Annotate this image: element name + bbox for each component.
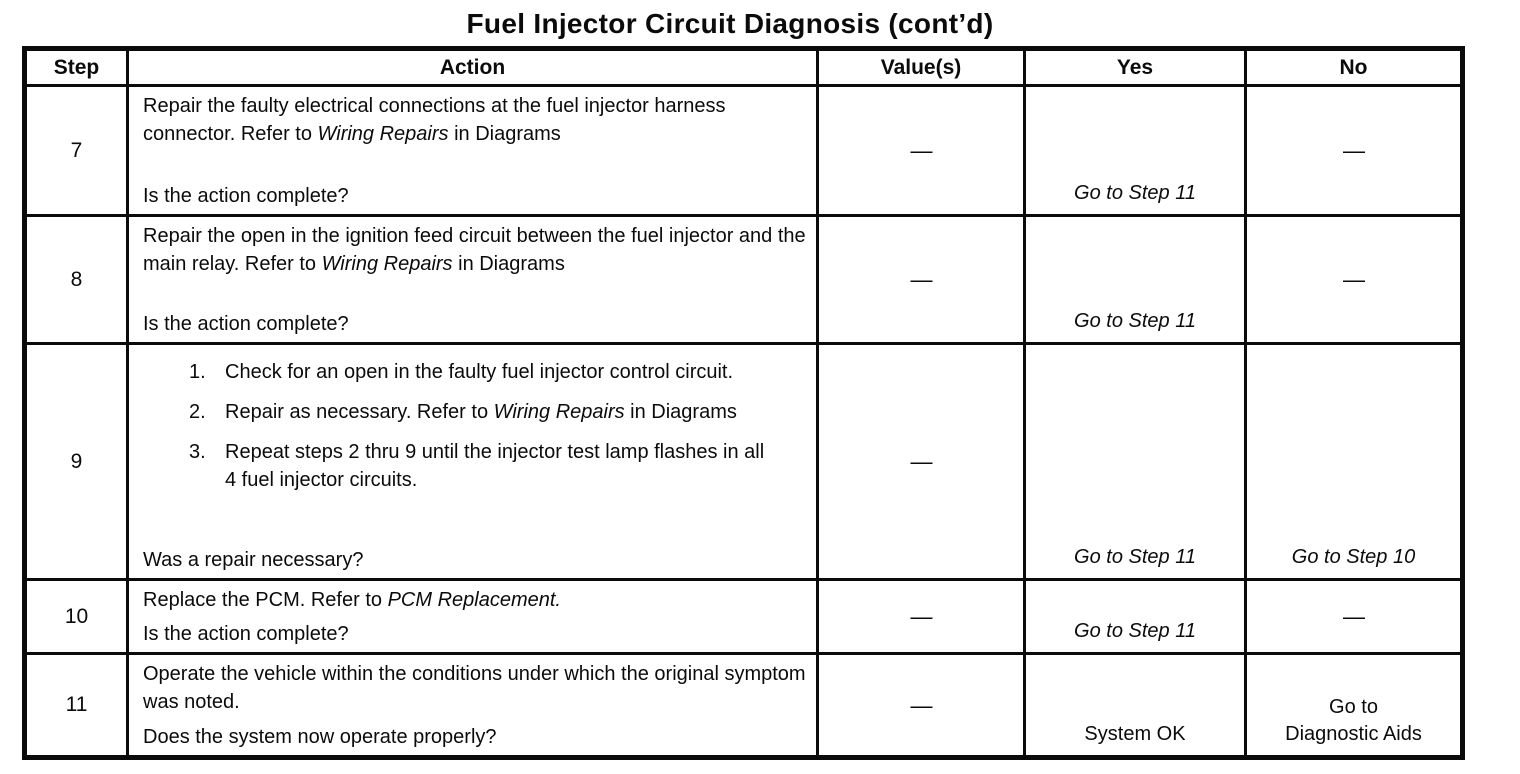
action-cell: Repair the open in the ignition feed cir…	[126, 214, 819, 345]
action-paragraph: Replace the PCM. Refer to PCM Replacemen…	[143, 586, 806, 614]
step-cell: 7	[23, 84, 129, 217]
column-header-values: Value(s)	[816, 47, 1026, 87]
dash-placeholder: —	[910, 692, 933, 718]
values-cell: —	[816, 214, 1026, 345]
cell-text: Go to Step 10	[1291, 546, 1416, 568]
cell-text: Diagnostic Aids	[1285, 723, 1422, 745]
cell-text: Go to Step 11	[1074, 182, 1196, 204]
text-segment: in Diagrams	[452, 253, 565, 275]
text-segment: Repair as necessary. Refer to	[225, 401, 494, 423]
text-segment: Replace the PCM. Refer to	[143, 589, 388, 611]
action-question: Is the action complete?	[143, 623, 349, 645]
cell-text: Go to Step 11	[1074, 546, 1196, 568]
list-text: Repeat steps 2 thru 9 until the injector…	[225, 438, 806, 494]
action-list-item: 3. Repeat steps 2 thru 9 until the inject…	[189, 438, 806, 494]
no-cell: Go to Step 10	[1244, 342, 1464, 581]
cell-text: Go to	[1329, 696, 1378, 718]
dash-placeholder: —	[1343, 604, 1365, 629]
action-question: Does the system now operate properly?	[143, 726, 497, 748]
action-description: Replace the PCM. Refer to PCM Replacemen…	[129, 581, 816, 614]
action-paragraph: Operate the vehicle within the condition…	[143, 660, 806, 716]
values-cell: —	[816, 578, 1026, 655]
cell-text: Go to Step 11	[1074, 310, 1196, 332]
yes-cell: Go to Step 11	[1023, 214, 1247, 345]
text-segment: Repair the open in the ignition feed cir…	[143, 225, 806, 275]
action-question: Is the action complete?	[143, 185, 349, 207]
action-list-item: 1. Check for an open in the faulty fuel i…	[189, 358, 806, 386]
action-question: Is the action complete?	[143, 313, 349, 335]
italic-reference: Wiring Repairs	[493, 401, 625, 423]
action-question: Was a repair necessary?	[143, 549, 364, 571]
italic-reference: Wiring Repairs	[321, 253, 453, 275]
italic-reference: PCM Replacement.	[387, 589, 561, 611]
list-number: 3.	[189, 441, 206, 463]
no-cell: —	[1244, 578, 1464, 655]
yes-cell: Go to Step 11	[1023, 578, 1247, 655]
dash-placeholder: —	[910, 449, 933, 474]
italic-reference: Wiring Repairs	[317, 123, 449, 145]
action-description: Repair the open in the ignition feed cir…	[129, 217, 816, 278]
values-cell: —	[816, 652, 1026, 759]
cell-text: Go to Step 11	[1074, 620, 1196, 642]
values-cell: —	[816, 342, 1026, 581]
column-header-step: Step	[23, 47, 129, 87]
scanned-page: Fuel Injector Circuit Diagnosis (cont’d)…	[0, 8, 1520, 774]
table-row: 8 Repair the open in the ignition feed ci…	[23, 214, 1464, 345]
dash-placeholder: —	[1343, 138, 1365, 163]
step-cell: 8	[23, 214, 129, 345]
text-segment: Check for an open in the faulty fuel inj…	[225, 361, 734, 383]
list-number: 1.	[189, 361, 206, 383]
table-row: 9 1. Check for an open in the faulty fuel …	[23, 342, 1464, 581]
action-list-item: 2. Repair as necessary. Refer to Wiring R…	[189, 398, 806, 426]
list-number: 2.	[189, 401, 206, 423]
dash-placeholder: —	[1343, 267, 1365, 292]
cell-text: System OK	[1084, 723, 1186, 745]
table-row: 11 Operate the vehicle within the conditi…	[23, 652, 1464, 759]
text-segment: in Diagrams	[448, 123, 561, 145]
table-row: 10 Replace the PCM. Refer to PCM Replacem…	[23, 578, 1464, 655]
dash-placeholder: —	[910, 138, 933, 163]
text-segment: Operate the vehicle within the condition…	[143, 663, 806, 713]
yes-cell: System OK	[1023, 652, 1247, 759]
step-cell: 9	[23, 342, 129, 581]
action-paragraph: Repair the open in the ignition feed cir…	[143, 222, 806, 278]
list-text: Repair as necessary. Refer to Wiring Rep…	[225, 398, 806, 426]
action-cell: Operate the vehicle within the condition…	[126, 652, 819, 759]
table-row: 7 Repair the faulty electrical connection…	[23, 84, 1464, 217]
text-segment: Repeat steps 2 thru 9 until the injector…	[225, 441, 765, 491]
column-header-action: Action	[126, 47, 819, 87]
action-cell: Repair the faulty electrical connections…	[126, 84, 819, 217]
action-paragraph: Repair the faulty electrical connections…	[143, 92, 806, 148]
step-cell: 10	[23, 578, 129, 655]
action-cell: 1. Check for an open in the faulty fuel i…	[126, 342, 819, 581]
text-segment: in Diagrams	[624, 401, 737, 423]
no-cell: —	[1244, 214, 1464, 345]
yes-cell: Go to Step 11	[1023, 342, 1247, 581]
no-cell: Go to Diagnostic Aids	[1244, 652, 1464, 759]
text-segment: Repair the faulty electrical connections…	[143, 95, 726, 145]
page-title: Fuel Injector Circuit Diagnosis (cont’d)	[466, 8, 994, 39]
dash-placeholder: —	[910, 267, 933, 292]
action-description: Repair the faulty electrical connections…	[129, 87, 816, 148]
dash-placeholder: —	[910, 604, 933, 629]
yes-cell: Go to Step 11	[1023, 84, 1247, 217]
column-header-yes: Yes	[1023, 47, 1247, 87]
action-description: 1. Check for an open in the faulty fuel i…	[129, 345, 816, 494]
column-header-no: No	[1244, 47, 1464, 87]
no-cell: —	[1244, 84, 1464, 217]
list-text: Check for an open in the faulty fuel inj…	[225, 358, 806, 386]
values-cell: —	[816, 84, 1026, 217]
action-cell: Replace the PCM. Refer to PCM Replacemen…	[126, 578, 819, 655]
step-cell: 11	[23, 652, 129, 759]
action-description: Operate the vehicle within the condition…	[129, 655, 816, 716]
